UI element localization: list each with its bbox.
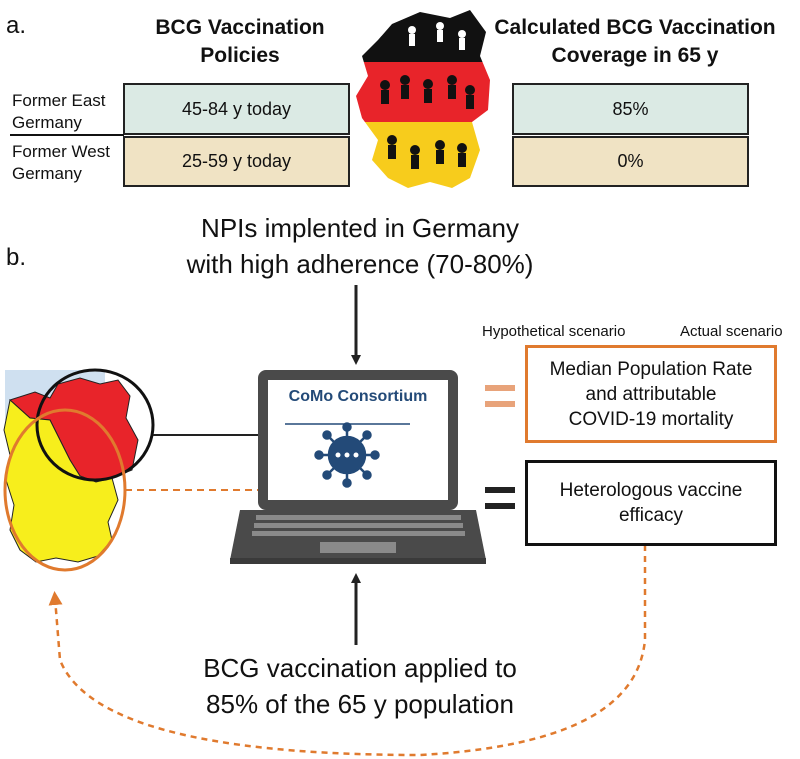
policies-title: BCG Vaccination Policies <box>120 14 360 70</box>
coverage-title-line2: Coverage in 65 y <box>551 44 719 67</box>
laptop-title: CoMo Consortium <box>288 388 428 405</box>
bcg-text-line1: BCG vaccination applied to <box>203 653 517 683</box>
row-label-west: Former West Germany <box>12 142 110 183</box>
germany-flag-map-icon <box>356 10 490 188</box>
row-label-east: Former East Germany <box>12 91 106 132</box>
virus-icon <box>314 422 380 488</box>
actual-label: Actual scenario <box>680 323 783 340</box>
orange-equals-icon <box>485 385 515 407</box>
panel-b-label: b. <box>6 244 27 271</box>
panel-a-label: a. <box>6 12 27 39</box>
bcg-text: BCG vaccination applied to 85% of the 65… <box>150 650 570 722</box>
black-equals-icon <box>485 487 515 509</box>
laptop-icon <box>230 370 486 564</box>
return-dashed-arrow <box>48 545 647 757</box>
efficacy-box: Heterologous vaccine efficacy <box>525 460 777 546</box>
npi-text-line2: with high adherence (70-80%) <box>186 249 534 279</box>
policies-title-line1: BCG Vaccination <box>155 16 325 39</box>
coverage-cell-west: 0% <box>512 136 749 187</box>
coverage-title: Calculated BCG Vaccination Coverage in 6… <box>480 14 790 70</box>
hypothetical-label: Hypothetical scenario <box>482 323 626 340</box>
policy-cell-east: 45-84 y today <box>123 83 350 135</box>
coverage-title-line1: Calculated BCG Vaccination <box>494 16 776 39</box>
outcome-box: Median Population Rate and attributable … <box>525 345 777 443</box>
policy-cell-west: 25-59 y today <box>123 136 350 187</box>
east-highlight-circle <box>35 368 155 482</box>
npi-text-line1: NPIs implented in Germany <box>201 213 519 243</box>
policies-title-line2: Policies <box>200 44 280 67</box>
npi-text: NPIs implented in Germany with high adhe… <box>150 210 570 282</box>
bcg-text-line2: 85% of the 65 y population <box>206 689 514 719</box>
coverage-cell-east: 85% <box>512 83 749 135</box>
germany-map-icon <box>3 370 139 563</box>
